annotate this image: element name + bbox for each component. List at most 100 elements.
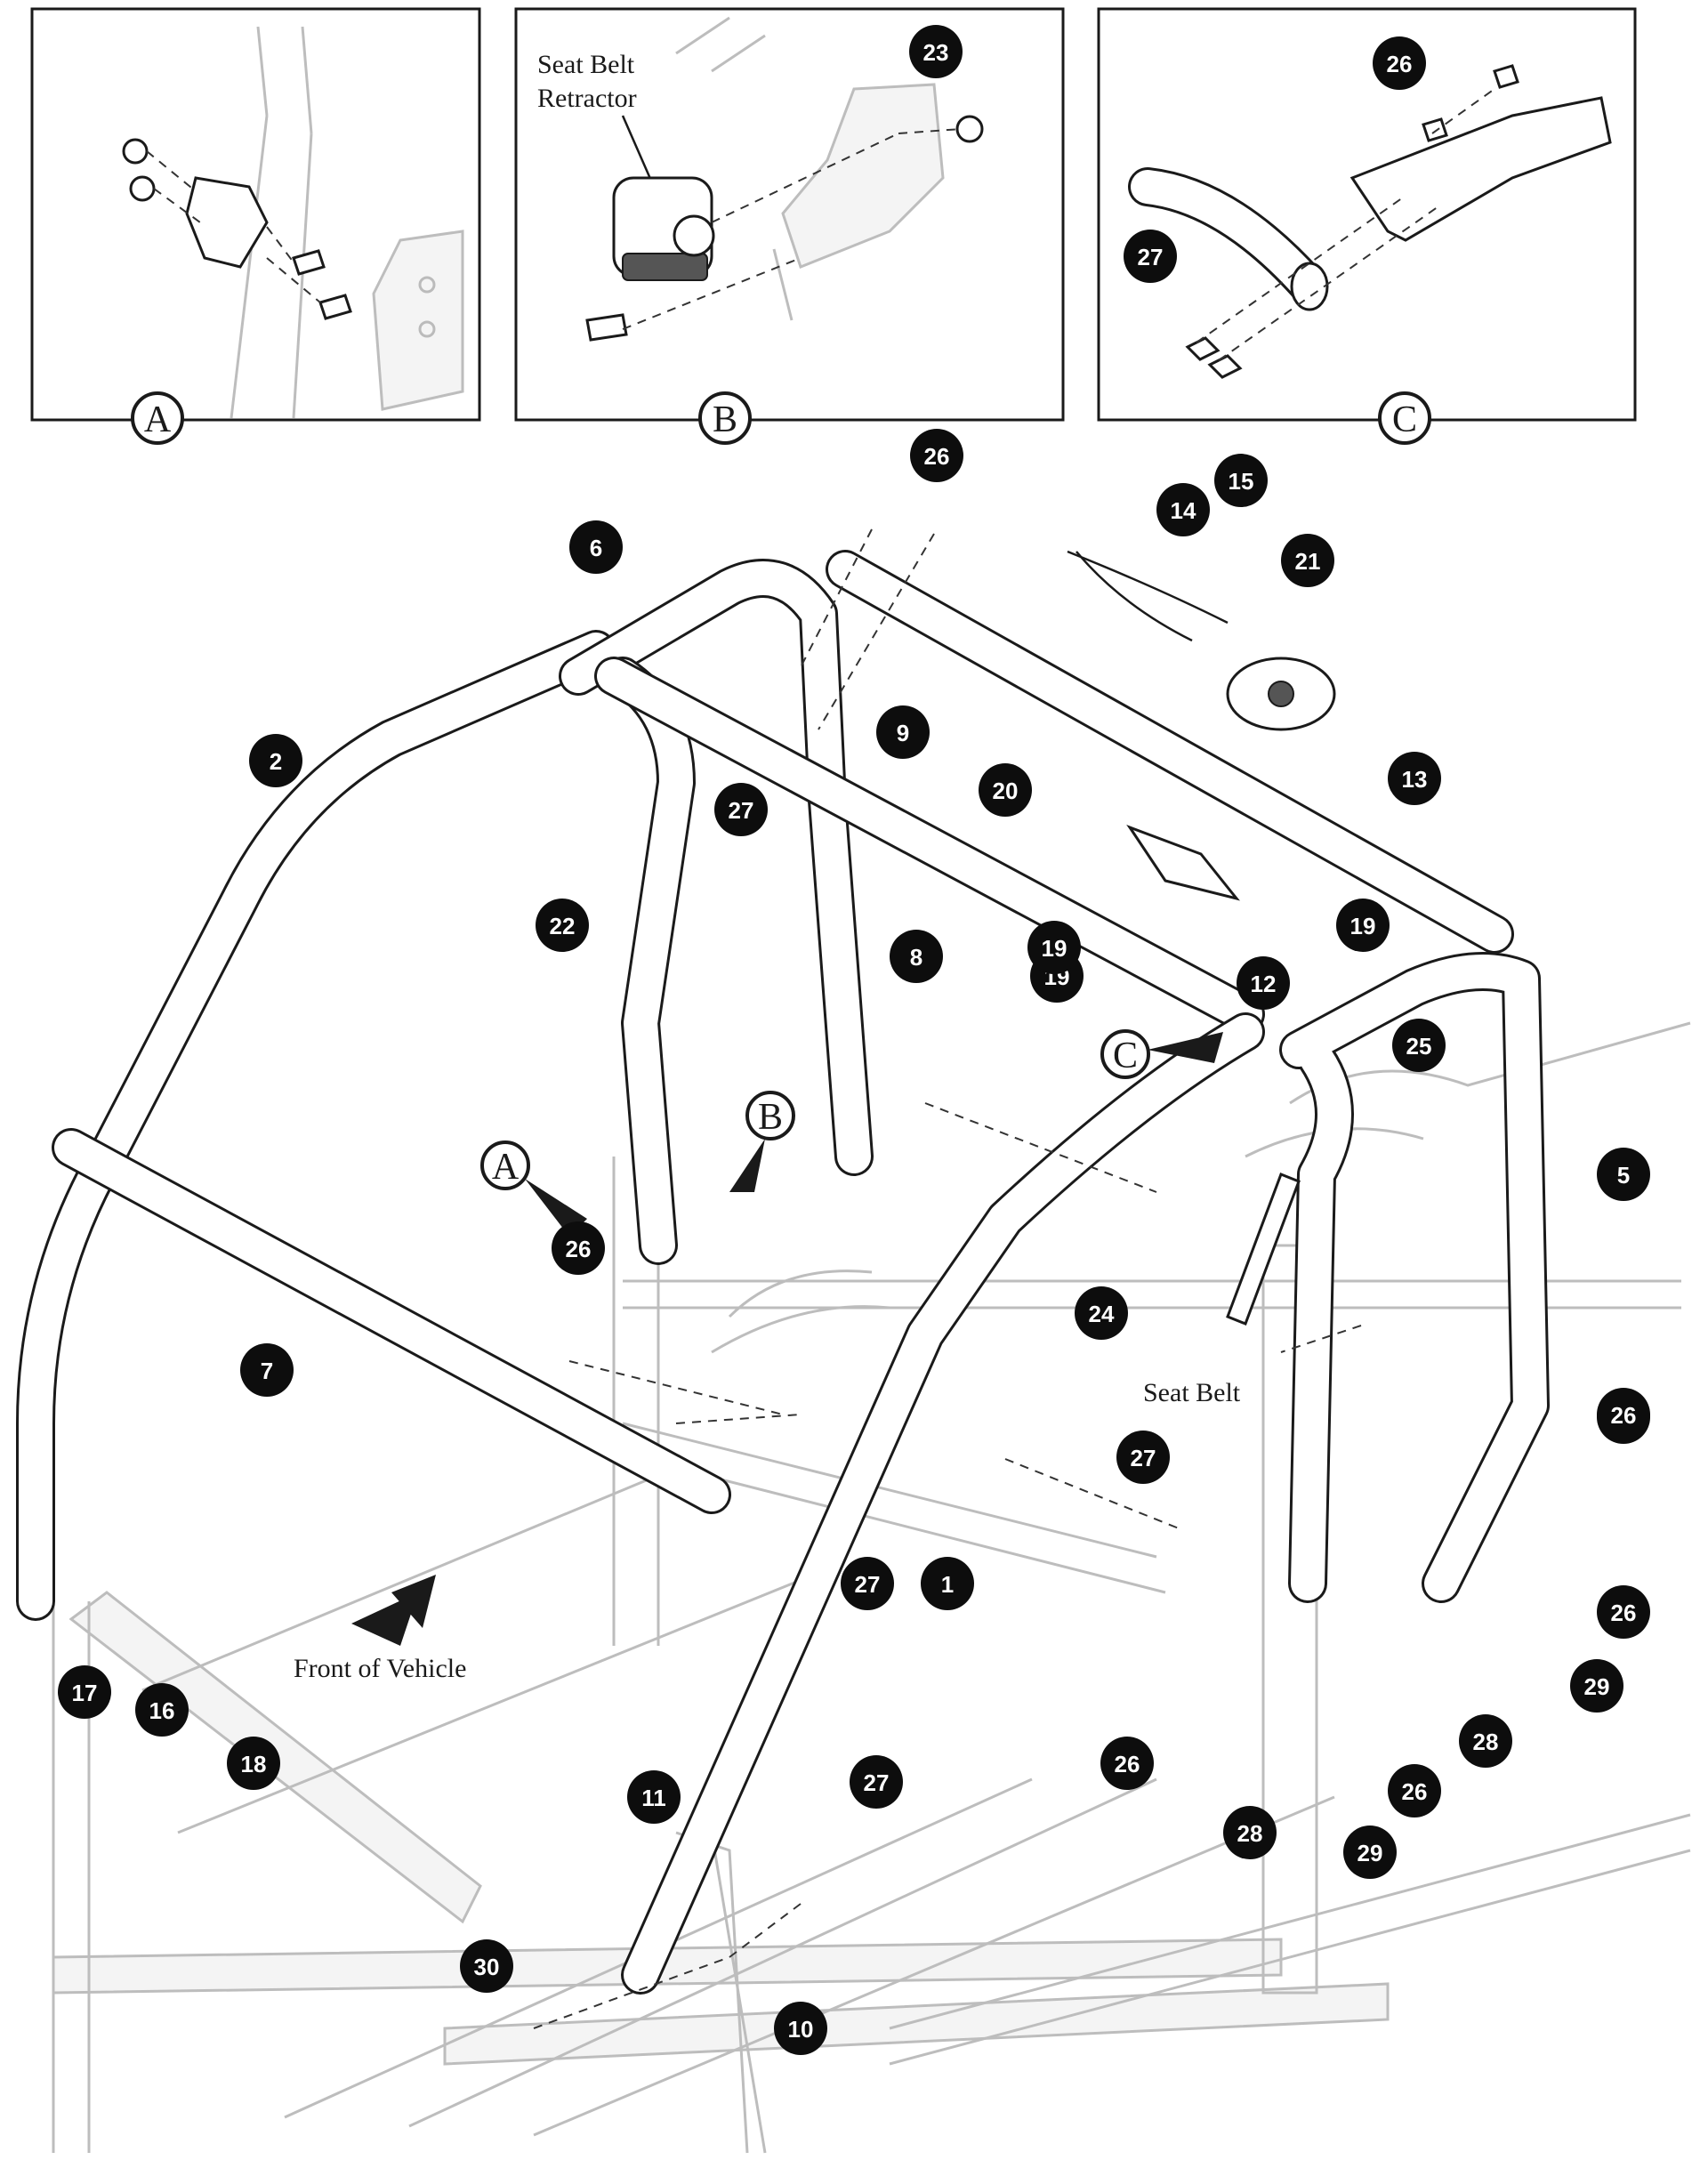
callout-19: 19 <box>1027 921 1081 974</box>
callout-7: 7 <box>240 1343 294 1397</box>
svg-text:22: 22 <box>550 913 576 939</box>
callout-27: 27 <box>841 1557 894 1610</box>
svg-text:29: 29 <box>1358 1840 1383 1866</box>
svg-text:15: 15 <box>1229 468 1254 495</box>
seat-belt-label: Seat Belt <box>1143 1378 1241 1407</box>
svg-text:27: 27 <box>1131 1445 1156 1471</box>
callout-26: 26 <box>552 1221 605 1275</box>
detail-panel-a <box>30 7 481 422</box>
svg-text:23: 23 <box>923 39 949 66</box>
svg-text:11: 11 <box>641 1785 666 1811</box>
callout-18: 18 <box>227 1737 280 1790</box>
svg-text:6: 6 <box>590 535 602 561</box>
svg-text:28: 28 <box>1237 1820 1263 1847</box>
view-ref-a: A <box>480 1140 587 1237</box>
svg-text:21: 21 <box>1295 548 1321 575</box>
callout-1: 1 <box>921 1557 974 1610</box>
svg-text:A: A <box>492 1147 520 1188</box>
svg-text:27: 27 <box>729 797 754 824</box>
callout-24: 24 <box>1075 1286 1128 1340</box>
callout-22: 22 <box>536 899 589 952</box>
svg-text:24: 24 <box>1089 1301 1115 1327</box>
seat-belt-retractor-label-line2: Retractor <box>537 84 637 113</box>
detail-panel-a-label: A <box>131 391 184 445</box>
svg-text:27: 27 <box>864 1769 890 1796</box>
svg-text:A: A <box>144 399 172 440</box>
callout-26: 26 <box>1100 1737 1154 1790</box>
svg-text:B: B <box>713 399 737 440</box>
detail-panel-b-label: B <box>698 391 752 445</box>
svg-text:20: 20 <box>993 778 1019 804</box>
part-callouts: 1256789101112131415161718191919202122232… <box>58 25 1650 2055</box>
callout-27: 27 <box>1116 1431 1170 1484</box>
detail-panel-c <box>1097 7 1637 422</box>
svg-text:18: 18 <box>241 1751 267 1777</box>
svg-text:27: 27 <box>855 1571 881 1598</box>
callout-13: 13 <box>1388 752 1441 805</box>
callout-26: 26 <box>1597 1585 1650 1639</box>
svg-text:26: 26 <box>1611 1600 1637 1626</box>
callout-28: 28 <box>1459 1714 1512 1768</box>
callout-8: 8 <box>890 930 943 983</box>
svg-text:19: 19 <box>1350 913 1376 939</box>
callout-12: 12 <box>1237 956 1290 1010</box>
callout-21: 21 <box>1281 534 1334 587</box>
svg-text:26: 26 <box>1115 1751 1140 1777</box>
svg-text:2: 2 <box>270 748 282 775</box>
callout-26: 26 <box>1388 1764 1441 1817</box>
svg-text:26: 26 <box>1611 1402 1637 1429</box>
callout-2: 2 <box>249 734 302 787</box>
view-ref-b: B <box>729 1091 795 1192</box>
svg-text:16: 16 <box>149 1697 175 1724</box>
svg-text:C: C <box>1113 1036 1138 1076</box>
svg-text:10: 10 <box>788 2016 814 2043</box>
front-direction-arrow-icon <box>351 1575 436 1646</box>
callout-9: 9 <box>876 705 930 759</box>
svg-text:29: 29 <box>1584 1673 1610 1700</box>
view-ref-c: C <box>1100 1029 1223 1079</box>
callout-30: 30 <box>460 1939 513 1993</box>
svg-text:1: 1 <box>941 1571 954 1598</box>
callout-11: 11 <box>627 1770 681 1824</box>
callout-5: 5 <box>1597 1148 1650 1201</box>
svg-text:25: 25 <box>1406 1033 1432 1060</box>
svg-text:26: 26 <box>566 1236 592 1262</box>
callout-29: 29 <box>1570 1659 1623 1713</box>
svg-text:12: 12 <box>1251 971 1277 997</box>
svg-text:5: 5 <box>1617 1162 1630 1189</box>
callout-14: 14 <box>1156 483 1210 536</box>
callout-29: 29 <box>1343 1826 1397 1879</box>
detail-panel-c-label: C <box>1378 391 1431 445</box>
svg-text:9: 9 <box>897 720 909 746</box>
callout-20: 20 <box>979 763 1032 817</box>
callout-17: 17 <box>58 1665 111 1719</box>
svg-text:19: 19 <box>1042 935 1068 962</box>
svg-text:26: 26 <box>924 443 950 470</box>
callout-6: 6 <box>569 520 623 574</box>
svg-text:B: B <box>758 1097 783 1138</box>
callout-27: 27 <box>714 783 768 836</box>
callout-26: 26 <box>910 429 963 482</box>
seat-belt-retractor-label: Seat Belt <box>537 50 635 79</box>
callout-26: 26 <box>1597 1388 1650 1441</box>
svg-text:14: 14 <box>1171 497 1196 524</box>
callout-27: 27 <box>850 1755 903 1809</box>
callout-15: 15 <box>1214 454 1268 507</box>
callout-10: 10 <box>774 2002 827 2055</box>
svg-text:30: 30 <box>474 1954 500 1980</box>
callout-28: 28 <box>1223 1806 1277 1859</box>
callout-19: 19 <box>1336 899 1390 952</box>
svg-text:7: 7 <box>261 1358 273 1384</box>
svg-text:27: 27 <box>1138 244 1164 270</box>
svg-text:26: 26 <box>1402 1778 1428 1805</box>
svg-text:28: 28 <box>1473 1729 1499 1755</box>
callout-23: 23 <box>909 25 963 78</box>
svg-text:13: 13 <box>1402 766 1428 793</box>
svg-text:17: 17 <box>72 1680 98 1706</box>
hardware-and-leaders <box>533 528 1362 2029</box>
callout-16: 16 <box>135 1683 189 1737</box>
svg-text:8: 8 <box>910 944 922 971</box>
svg-text:C: C <box>1392 399 1417 440</box>
callout-27: 27 <box>1124 230 1177 283</box>
